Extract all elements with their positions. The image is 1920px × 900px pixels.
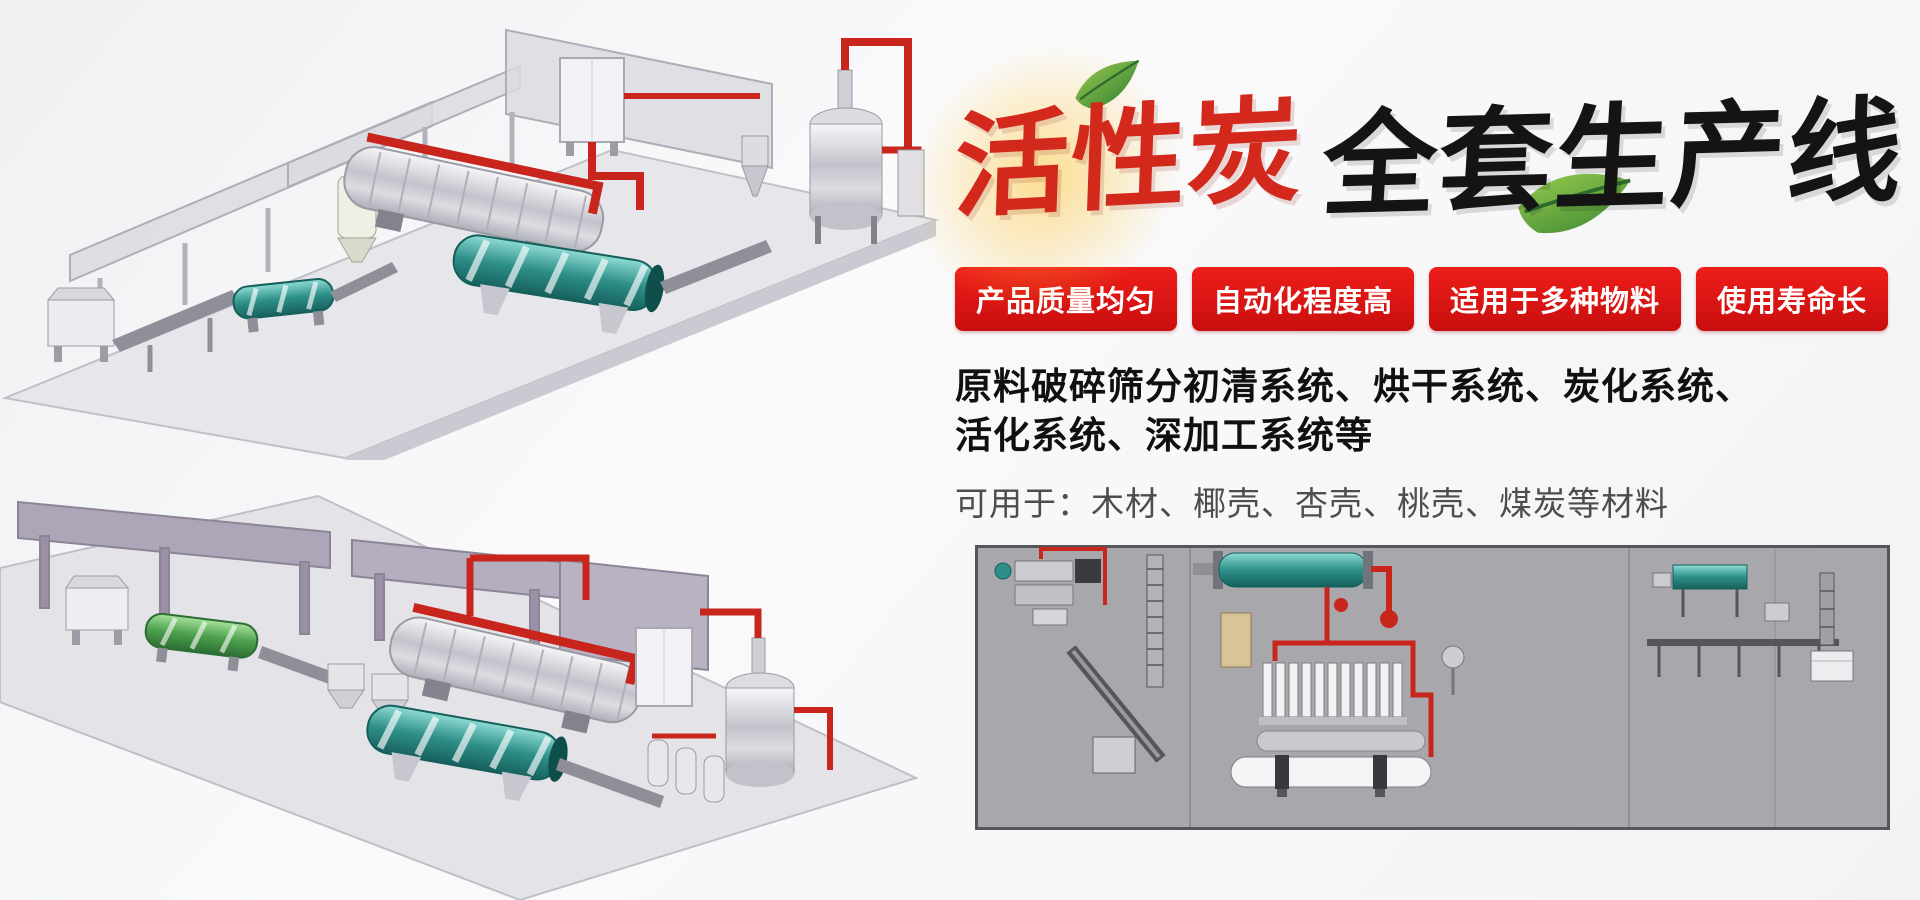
production-line-layout-icon <box>975 545 1890 830</box>
system-description-line2: 活化系统、深加工系统等 <box>955 414 1373 456</box>
activation-furnace <box>725 637 795 787</box>
mid-conveyor <box>330 262 398 302</box>
production-line-3d-bottom-icon <box>0 494 919 900</box>
inclined-conveyor <box>112 290 240 372</box>
green-rotary-drum <box>144 612 259 672</box>
control-cabinet <box>559 57 625 156</box>
teal-rotary-drum <box>452 234 665 334</box>
red-pipe <box>700 608 762 638</box>
title-black-text: 全套生产线 <box>1318 88 1908 231</box>
main-title: 活性炭全套生产线 <box>891 38 1907 318</box>
transfer-conveyor <box>258 646 344 688</box>
red-pipe <box>588 142 644 210</box>
panel-background <box>975 545 1890 830</box>
discharge-conveyor <box>556 758 664 808</box>
control-cabinet <box>635 627 693 707</box>
production-line-layout-panel <box>975 545 1890 830</box>
applicable-materials: 可用于：木材、椰壳、杏壳、桃壳、煤炭等材料 <box>955 484 1669 522</box>
system-description: 原料破碎筛分初清系统、烘干系统、炭化系统、 活化系统、深加工系统等 <box>955 363 1890 461</box>
crusher-section <box>994 547 1166 774</box>
red-pipe <box>470 554 590 600</box>
packing-section <box>1647 564 1854 682</box>
floor-slab <box>0 494 919 900</box>
feeder-hopper <box>46 287 116 362</box>
red-pipe <box>366 132 604 215</box>
activation-furnace <box>809 69 883 244</box>
production-line-3d-top-icon <box>1 28 940 460</box>
leaf-icon <box>1075 59 1140 109</box>
feature-badge-lifespan: 使用寿命长 <box>1696 267 1889 332</box>
discharge-conveyor <box>660 240 772 294</box>
small-tank-cluster <box>647 733 725 803</box>
feeder-hopper <box>65 575 130 645</box>
dryer-carbonizer-section <box>1193 551 1465 797</box>
wall-panels <box>17 500 709 672</box>
feature-badge-materials: 适用于多种物料 <box>1429 267 1682 332</box>
title-red-text: 活性炭 <box>952 86 1306 233</box>
feature-badge-automation: 自动化程度高 <box>1192 267 1415 332</box>
production-line-render-bottom <box>0 440 920 900</box>
system-description-line1: 原料破碎筛分初清系统、烘干系统、炭化系统、 <box>955 366 1753 408</box>
cyclone-separator <box>741 135 769 197</box>
red-pipe <box>841 38 912 152</box>
red-pipe <box>794 707 833 770</box>
production-line-render-top <box>0 0 940 460</box>
